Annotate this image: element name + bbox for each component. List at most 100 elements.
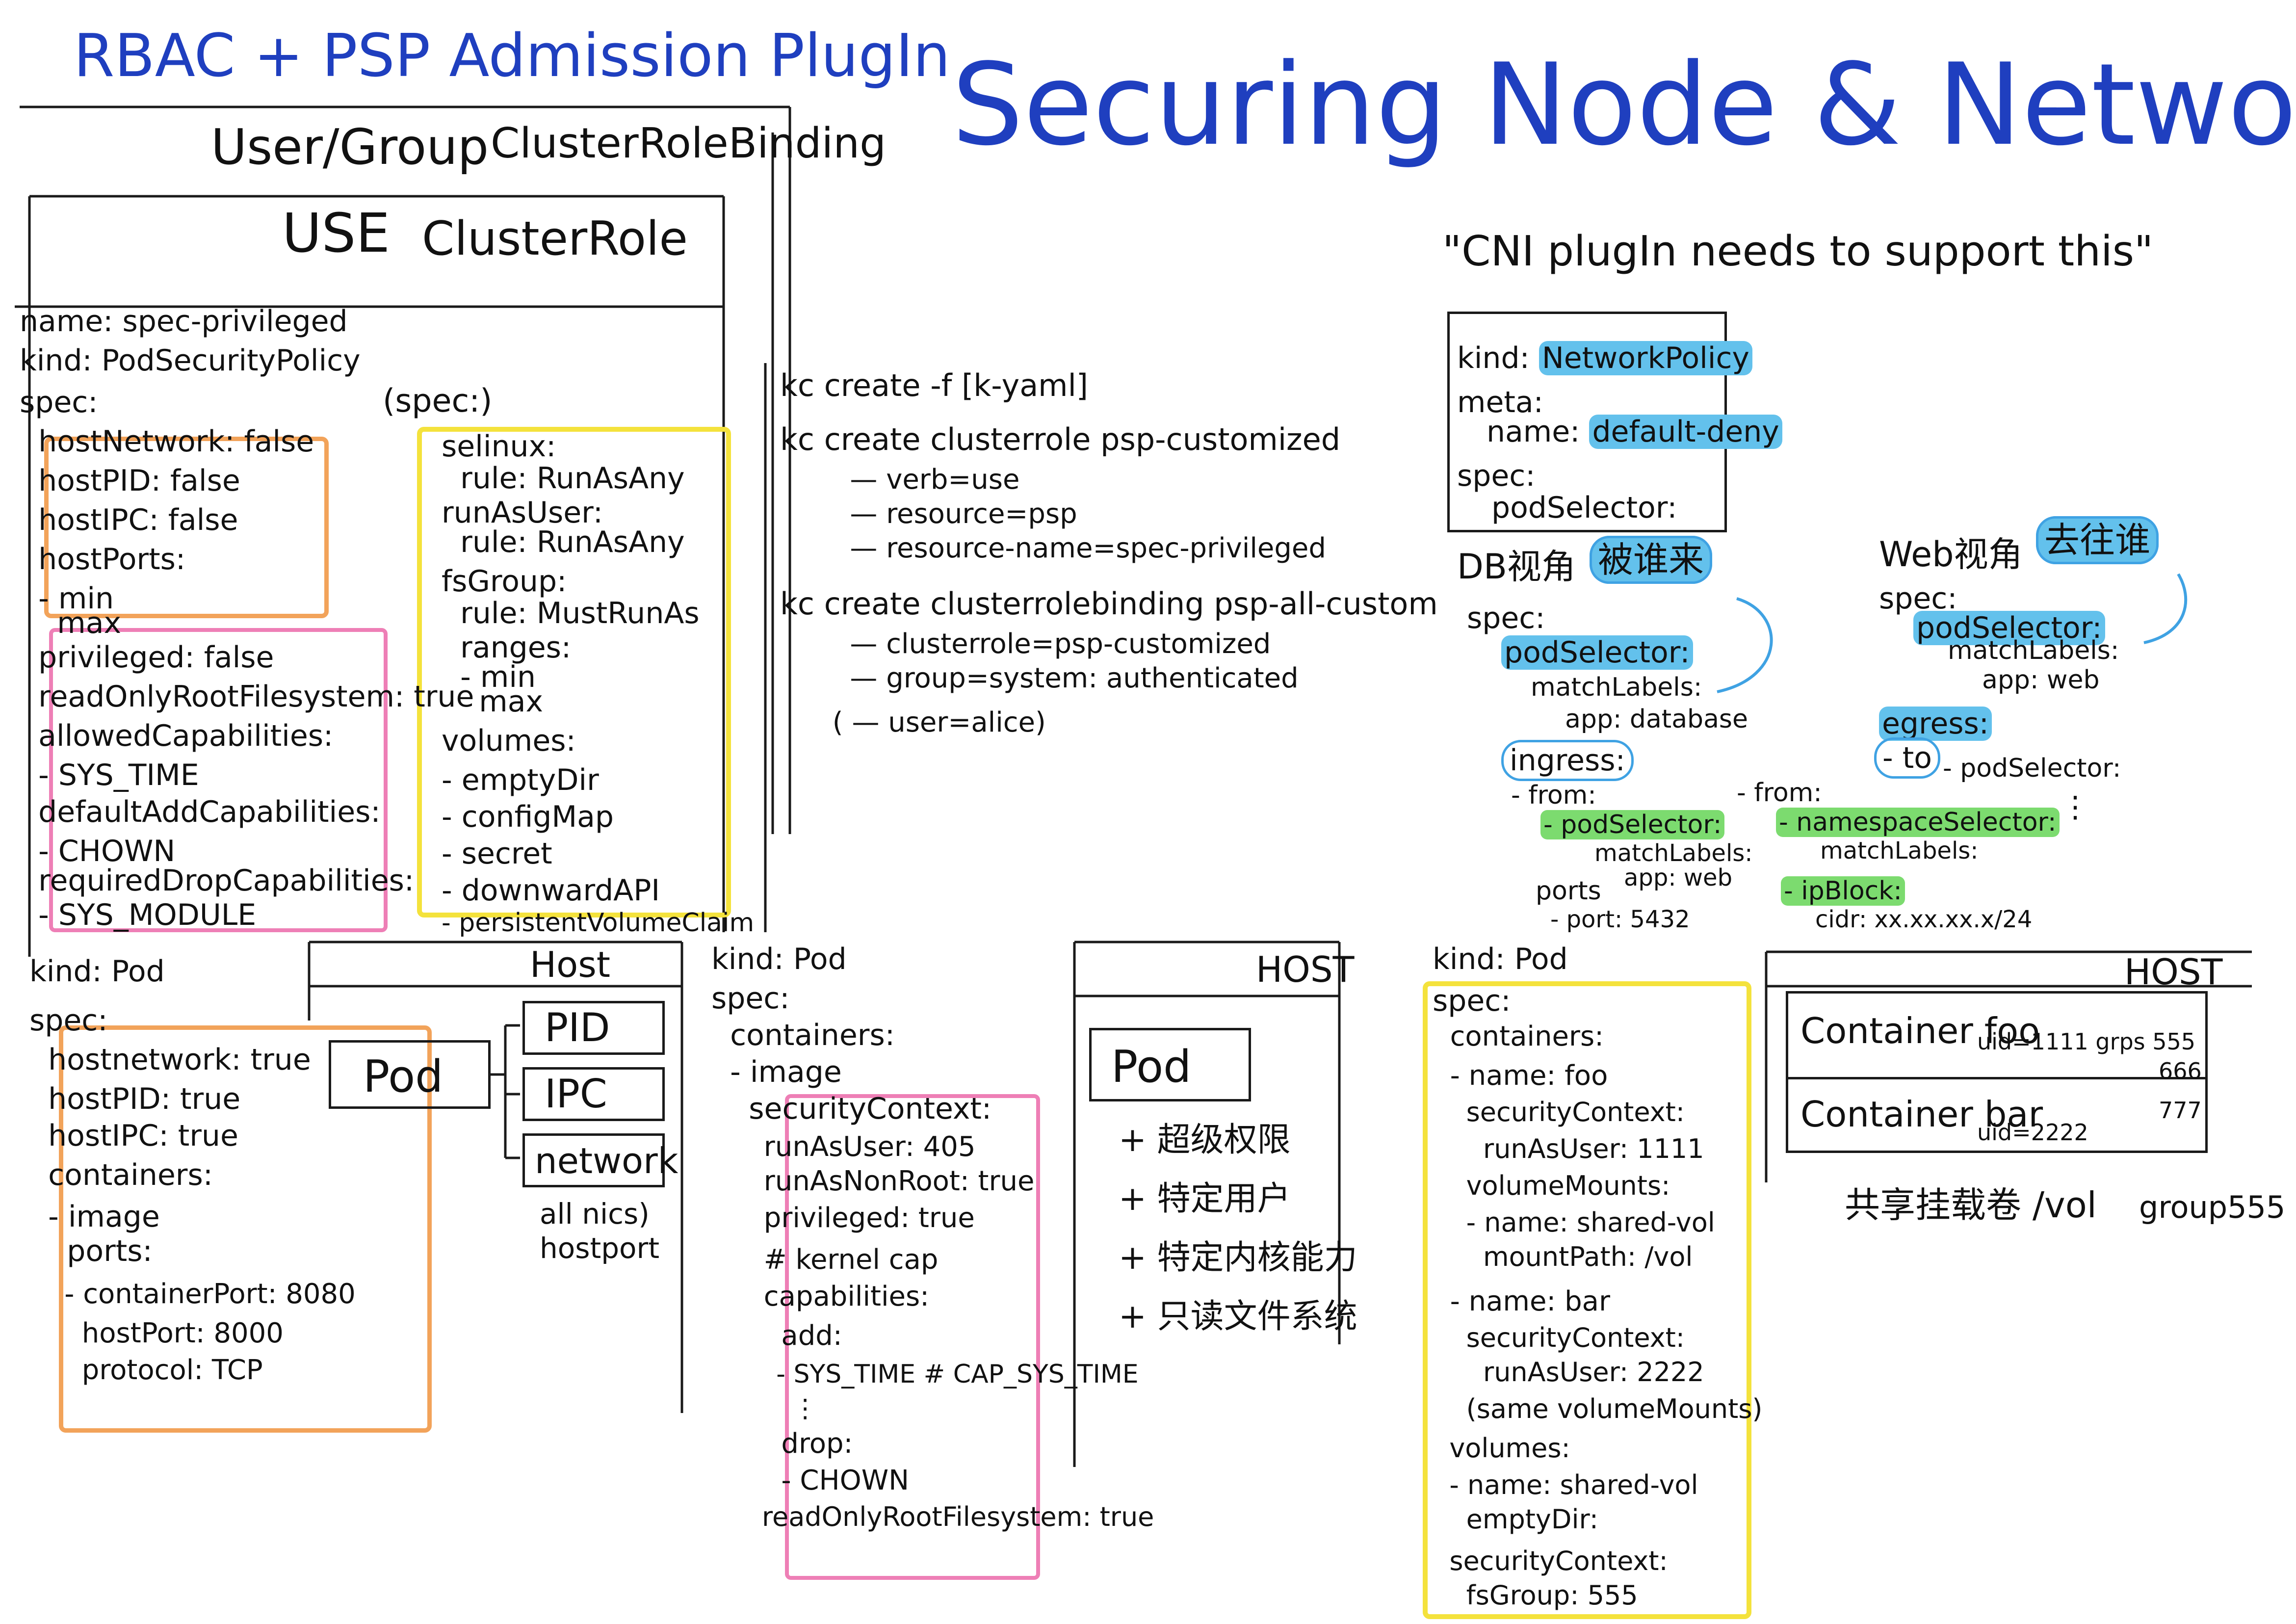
pod3-line: runAsUser: 1111 bbox=[1433, 1136, 1704, 1162]
psp-line: privileged: false bbox=[20, 643, 274, 672]
pod2-item: + 特定内核能力 bbox=[1119, 1241, 1357, 1275]
pod3-line: volumes: bbox=[1433, 1435, 1570, 1462]
cidr: cidr: xx.xx.xx.x/24 bbox=[1815, 908, 2032, 931]
pod3-line: securityContext: bbox=[1433, 1099, 1685, 1126]
pod1-host-label: Host bbox=[530, 947, 610, 982]
spec2-line: runAsUser: bbox=[442, 498, 603, 527]
pod1-line: hostnetwork: true bbox=[29, 1045, 311, 1074]
psp-line: allowedCapabilities: bbox=[20, 721, 333, 751]
pid-label: PID bbox=[545, 1008, 610, 1048]
pod3-host-label: HOST bbox=[2124, 954, 2223, 990]
psp-line: - SYS_MODULE bbox=[20, 900, 256, 930]
pod2-line: capabilities: bbox=[711, 1283, 929, 1310]
pod2-item: + 特定用户 bbox=[1119, 1182, 1291, 1216]
cluster-role-binding-label: ClusterRoleBinding bbox=[491, 123, 886, 164]
network-note-hostport: hostport bbox=[540, 1234, 659, 1262]
pod2-item: + 只读文件系统 bbox=[1119, 1300, 1357, 1334]
pod1-line: ports: bbox=[29, 1236, 153, 1266]
pod2-line: containers: bbox=[711, 1021, 895, 1050]
psp-line: kind: PodSecurityPolicy bbox=[20, 346, 361, 375]
pod1-pod-label: Pod bbox=[363, 1055, 443, 1099]
kc-line: — clusterrole=psp-customized bbox=[780, 630, 1271, 658]
pod2-line: readOnlyRootFilesystem: true bbox=[711, 1504, 1154, 1530]
ns-matchlabels: matchLabels: bbox=[1820, 839, 1978, 863]
netpol-name: name: default-deny bbox=[1487, 417, 1782, 446]
psp-line: hostNetwork: false bbox=[20, 427, 314, 456]
web-view-label: Web视角 bbox=[1879, 537, 2023, 572]
pod3-line: runAsUser: 2222 bbox=[1433, 1359, 1704, 1386]
netpol-name-value: default-deny bbox=[1589, 415, 1782, 449]
container-777: 777 bbox=[2159, 1099, 2202, 1122]
ingress-matchlabels: matchLabels: bbox=[1594, 841, 1752, 865]
egress-label: egress: bbox=[1879, 709, 1992, 738]
spec2-line: selinux: bbox=[442, 432, 556, 461]
pod1-line: spec: bbox=[29, 1006, 107, 1035]
rbac-title: RBAC + PSP Admission PlugIn bbox=[74, 27, 950, 86]
pod1-line: hostPort: 8000 bbox=[29, 1320, 284, 1347]
psp-line: - CHOWN bbox=[20, 837, 175, 866]
ports-port: - port: 5432 bbox=[1550, 908, 1690, 931]
ingress-from: - from: bbox=[1511, 783, 1596, 808]
pod3-line: spec: bbox=[1433, 986, 1511, 1016]
pod3-line: securityContext: bbox=[1433, 1325, 1685, 1351]
spec2-label: (spec:) bbox=[383, 385, 492, 417]
pod2-line: runAsUser: 405 bbox=[711, 1133, 976, 1161]
ipblock: - ipBlock: bbox=[1781, 878, 1905, 904]
pod2-line: drop: bbox=[711, 1430, 853, 1458]
netpol-kind: kind: NetworkPolicy bbox=[1457, 343, 1752, 373]
pod3-line: emptyDir: bbox=[1433, 1506, 1598, 1533]
netpol-kind-value: NetworkPolicy bbox=[1539, 341, 1752, 375]
db-view-tag: 被谁来 bbox=[1590, 542, 1712, 577]
spec2-line: - downwardAPI bbox=[442, 876, 660, 905]
pod2-line: # kernel cap bbox=[711, 1246, 938, 1274]
psp-line: max bbox=[20, 608, 121, 638]
kc-line: — group=system: authenticated bbox=[780, 665, 1299, 692]
namespace-selector: - namespaceSelector: bbox=[1776, 810, 2060, 835]
web-view-tag: 去往谁 bbox=[2036, 523, 2159, 558]
pod2-host-label: HOST bbox=[1256, 952, 1355, 987]
spec2-line: - configMap bbox=[442, 802, 614, 832]
pod1-line: containers: bbox=[29, 1160, 213, 1190]
spec2-line: fsGroup: bbox=[442, 567, 567, 596]
spec2-line: - emptyDir bbox=[442, 765, 599, 795]
netpol-spec: spec: bbox=[1457, 461, 1535, 491]
group-note: group555 bbox=[2139, 1192, 2285, 1223]
pod3-line: - name: shared-vol bbox=[1433, 1472, 1698, 1498]
psp-line: spec: bbox=[20, 388, 98, 417]
web-spec: spec: bbox=[1879, 584, 1957, 613]
spec2-line: volumes: bbox=[442, 726, 576, 756]
pod2-line: - image bbox=[711, 1057, 842, 1087]
pod3-line: - name: bar bbox=[1433, 1288, 1610, 1315]
pod1-line: - containerPort: 8080 bbox=[29, 1281, 356, 1308]
egress-to: - to bbox=[1874, 743, 1940, 773]
pod1-line: - image bbox=[29, 1202, 160, 1231]
kc-line: — resource=psp bbox=[780, 500, 1077, 528]
kc-line: kc create clusterrole psp-customized bbox=[780, 424, 1340, 455]
spec2-line: - secret bbox=[442, 839, 552, 868]
spec2-line: max bbox=[442, 687, 543, 716]
pod2-pod-label: Pod bbox=[1111, 1045, 1191, 1089]
kc-line: kc create clusterrolebinding psp-all-cus… bbox=[780, 589, 1438, 619]
netpol-meta: meta: bbox=[1457, 388, 1543, 417]
pod2-line: kind: Pod bbox=[711, 944, 847, 974]
db-spec: spec: bbox=[1467, 603, 1545, 633]
spec2-line: rule: RunAsAny bbox=[442, 464, 685, 493]
pod3-line: kind: Pod bbox=[1433, 944, 1568, 974]
pod3-line: fsGroup: 555 bbox=[1433, 1582, 1638, 1609]
cluster-role-label: ClusterRole bbox=[422, 216, 688, 262]
pod2-line: - CHOWN bbox=[711, 1467, 909, 1494]
ingress-podselector: - podSelector: bbox=[1540, 812, 1724, 838]
cni-note: "CNI plugIn needs to support this" bbox=[1442, 231, 2153, 272]
pod3-line: volumeMounts: bbox=[1433, 1173, 1670, 1199]
psp-line: readOnlyRootFilesystem: true bbox=[20, 682, 474, 711]
pod3-line: securityContext: bbox=[1433, 1548, 1668, 1574]
ingress-label: ingress: bbox=[1501, 746, 1634, 775]
shared-volume-note: 共享挂载卷 /vol bbox=[1845, 1187, 2097, 1223]
from2-label: - from: bbox=[1737, 780, 1822, 806]
psp-line: name: spec-privileged bbox=[20, 307, 348, 336]
db-matchlabels: matchLabels: bbox=[1531, 675, 1702, 700]
egress-podselector: - podSelector: bbox=[1943, 756, 2121, 781]
container-bar-uid: uid=2222 bbox=[1977, 1121, 2088, 1144]
ingress-app: app: web bbox=[1624, 866, 1732, 890]
container-foo-uid: uid=1111 grps 555 bbox=[1977, 1030, 2195, 1053]
